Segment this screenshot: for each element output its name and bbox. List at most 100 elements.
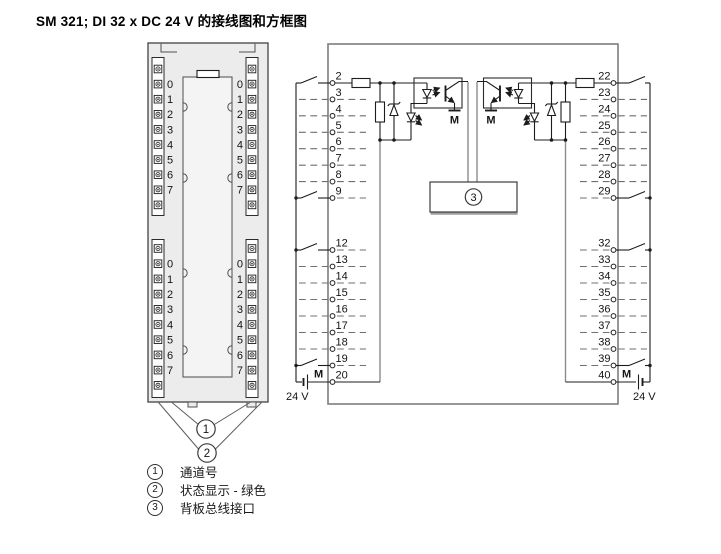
terminal-number: 39	[598, 353, 610, 365]
terminal-screw-dot	[157, 128, 159, 131]
terminal-screw-dot	[251, 323, 253, 326]
switch-contact	[628, 191, 646, 199]
terminal-point	[329, 247, 336, 253]
shunt-resistor	[374, 101, 386, 123]
channel-number: 2	[167, 289, 173, 301]
terminal-screw-dot	[157, 293, 159, 295]
channel-number: 7	[237, 185, 243, 197]
led-light-arrow	[415, 118, 423, 126]
terminal-point	[610, 313, 617, 319]
supply-right: M 24 V	[565, 369, 656, 403]
terminal-number: 14	[336, 271, 348, 283]
terminal-screw-dot	[157, 158, 159, 161]
terminal-point	[610, 296, 617, 303]
latch-hook	[182, 173, 188, 183]
terminal-point	[329, 329, 336, 336]
terminal-number: 4	[336, 103, 342, 115]
terminal-point	[610, 379, 617, 385]
terminal-point	[610, 263, 617, 270]
terminal-point	[329, 96, 336, 103]
switch-contact	[300, 75, 318, 84]
terminal-screw-dot	[157, 278, 159, 280]
terminal-point	[329, 263, 336, 270]
terminal-screw-dot	[157, 369, 159, 371]
terminal-screw-head	[249, 367, 255, 373]
led-light-arrow	[415, 113, 423, 121]
legend-label: 背板总线接口	[180, 502, 256, 516]
channel-number: 1	[237, 274, 243, 286]
channel-number: 5	[167, 335, 173, 347]
junction-dot	[648, 196, 652, 200]
legend-label: 通道号	[180, 466, 218, 480]
module-handle	[196, 69, 220, 79]
callout-line	[171, 402, 200, 426]
terminal-screw-head	[155, 306, 161, 312]
terminal-screw-dot	[251, 204, 253, 206]
m-label: M	[314, 369, 323, 381]
phototransistor-collector	[445, 80, 468, 91]
channel-number: 6	[167, 350, 173, 362]
phototransistor-collector	[477, 80, 501, 91]
terminal-screw-dot	[251, 338, 253, 341]
terminal-screw-head	[249, 141, 255, 147]
latch-hook	[182, 102, 188, 112]
channel-number: 1	[167, 94, 173, 106]
opto-arrow	[505, 86, 514, 93]
legend-number: 1	[147, 463, 163, 480]
switch-contact	[628, 358, 646, 367]
callout-number: 1	[203, 424, 209, 436]
channel-number: 1	[237, 94, 243, 106]
terminal-screw-dot	[251, 173, 253, 176]
ground-label: M	[486, 115, 495, 127]
terminal-number: 6	[336, 136, 342, 148]
terminal-point	[329, 178, 336, 185]
terminal-number: 37	[598, 320, 610, 332]
legend-item-channel: 1 通道号	[147, 463, 266, 480]
terminal-number: 27	[598, 153, 610, 165]
terminal-screw-head	[249, 306, 255, 312]
opto-arrow	[432, 91, 441, 98]
terminal-screw-dot	[157, 143, 159, 146]
channel-number: 3	[237, 304, 243, 316]
callout-line	[215, 402, 262, 450]
channel-number: 2	[167, 109, 173, 121]
channel-number: 7	[167, 365, 173, 377]
terminal-screw-head	[249, 126, 255, 132]
terminal-screw-head	[249, 187, 255, 193]
terminal-number: 7	[336, 153, 342, 165]
terminal-screw-head	[249, 321, 255, 327]
terminal-screw-dot	[157, 68, 159, 70]
junction-dot	[294, 363, 298, 368]
terminal-screw-head	[155, 367, 161, 373]
terminal-point	[610, 329, 617, 336]
terminal-screw-head	[249, 81, 255, 87]
module-bottom-tab	[246, 401, 257, 408]
terminal-screw-head	[155, 261, 161, 267]
terminal-screw-dot	[157, 204, 159, 206]
terminal-point	[610, 80, 617, 86]
terminal-number: 40	[598, 370, 610, 382]
terminal-number: 17	[336, 320, 348, 332]
channel-number: 0	[167, 259, 173, 271]
status-led	[406, 112, 416, 123]
optocoupler	[482, 77, 533, 109]
switch-contact	[628, 75, 646, 84]
terminal-screw-head	[249, 157, 255, 163]
terminal-point	[329, 129, 336, 136]
supply-voltage-label: 24 V	[633, 391, 656, 403]
terminal-screw-dot	[157, 384, 159, 387]
channel-number: 5	[237, 335, 243, 347]
input-resistor	[575, 77, 595, 89]
opto-arrow	[505, 91, 514, 98]
terminal-screw-head	[249, 382, 255, 388]
terminal-screw-dot	[157, 308, 159, 311]
terminal-number: 13	[336, 254, 348, 266]
terminal-number: 12	[336, 238, 348, 250]
channel-number: 6	[167, 170, 173, 182]
terminal-screw-dot	[251, 354, 253, 356]
terminal-point	[610, 346, 617, 352]
terminal-screw-head	[155, 187, 161, 193]
terminal-screw-dot	[251, 369, 253, 371]
terminal-screw-dot	[251, 384, 253, 387]
